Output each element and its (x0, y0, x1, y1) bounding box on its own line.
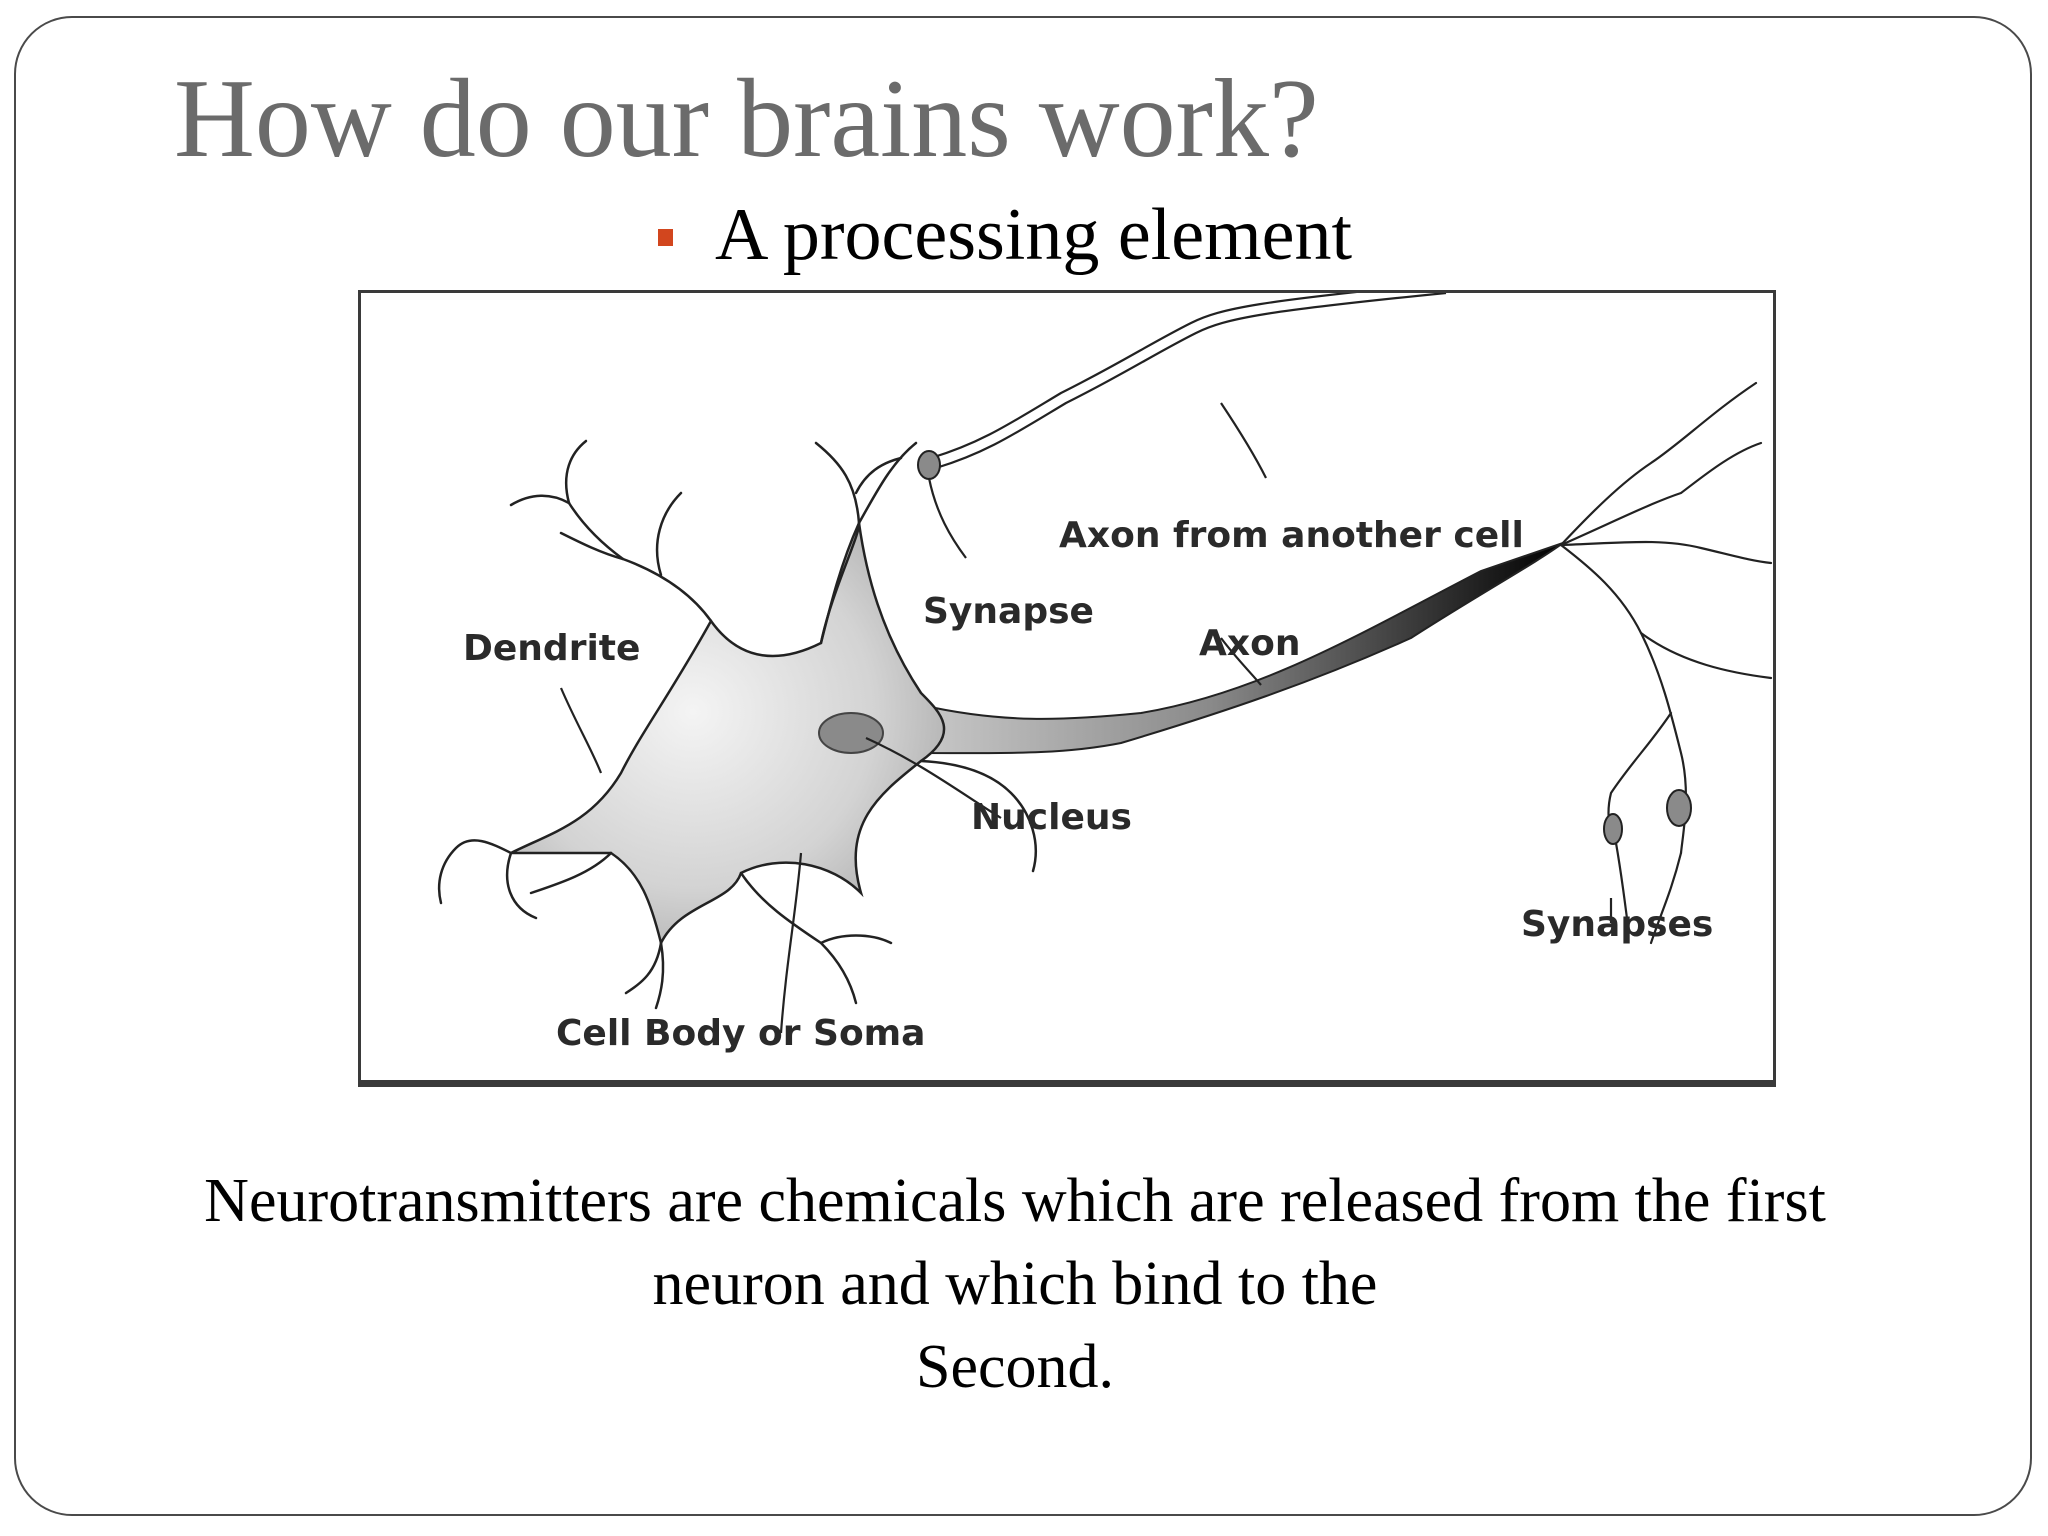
slide-title: How do our brains work? (174, 57, 1319, 181)
synapse-terminal-shape (1603, 813, 1623, 845)
label-axon: Axon (1199, 623, 1300, 664)
axon-from-another-cell (930, 293, 1447, 470)
label-synapse: Synapse (923, 591, 1094, 632)
caption-line-1: Neurotransmitters are chemicals which ar… (204, 1167, 1826, 1235)
bullet-text: A processing element (715, 194, 1353, 276)
dendrites (437, 439, 1037, 1010)
soma-shape (510, 518, 946, 947)
caption-line-2: neuron and which bind to the (652, 1250, 1378, 1318)
synapse-terminal-shape (1666, 789, 1692, 827)
axon-terminals (1559, 381, 1773, 945)
synapse-shape (917, 450, 941, 480)
label-leader-lines (559, 402, 1613, 1034)
label-dendrite: Dendrite (463, 628, 640, 669)
label-synapses: Synapses (1521, 904, 1713, 945)
bullet-square-icon (658, 228, 673, 246)
caption-line-3: Second. (915, 1333, 1115, 1401)
caption-text: Neurotransmitters are chemicals which ar… (60, 1160, 1970, 1409)
neuron-diagram: Axon from another cell Synapse Dendrite … (358, 290, 1776, 1087)
bullet-item: A processing element (658, 190, 1352, 280)
neuron-illustration: Axon from another cell Synapse Dendrite … (437, 293, 1773, 1054)
label-cell-body: Cell Body or Soma (556, 1013, 925, 1054)
axon-shape (920, 542, 1564, 755)
nucleus-shape (818, 712, 884, 754)
label-axon-from-another-cell: Axon from another cell (1059, 515, 1524, 556)
label-nucleus: Nucleus (971, 797, 1132, 838)
